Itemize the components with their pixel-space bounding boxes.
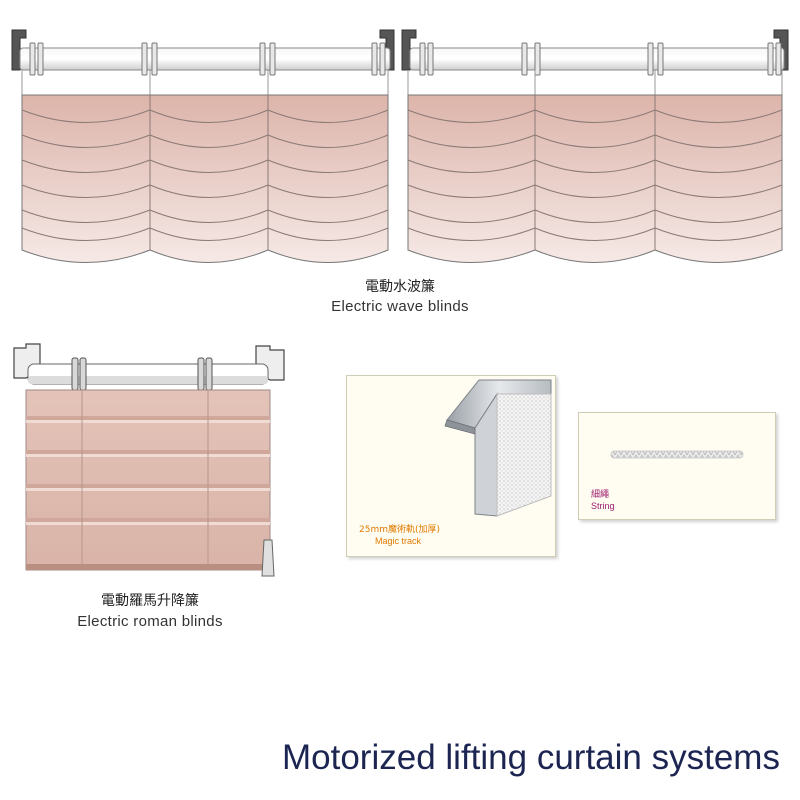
magic-track-icon [444,379,552,517]
page-title: Motorized lifting curtain systems [282,738,780,777]
wave-blinds-label-en: Electric wave blinds [331,298,469,315]
string-label-en: String [591,501,615,511]
wave-blinds-illustration [11,29,789,263]
magic-track-label-zh: 25mm魔術軌(加厚) [359,525,441,535]
wave-blinds-label-zh: 電動水波簾 [365,279,435,295]
string-label-zh: 細繩 [591,490,610,500]
string-icon [610,450,744,459]
wave-blind-left [11,29,395,263]
magic-track-label-en: Magic track [375,536,422,546]
magic-track-panel: 25mm魔術軌(加厚) Magic track [346,375,556,557]
roman-blinds-label-zh: 電動羅馬升降簾 [101,593,199,609]
wave-blind-right [401,29,789,263]
string-panel: 細繩 String [578,412,776,520]
roman-blinds-illustration [13,343,285,577]
roman-blinds-label-en: Electric roman blinds [77,613,223,630]
